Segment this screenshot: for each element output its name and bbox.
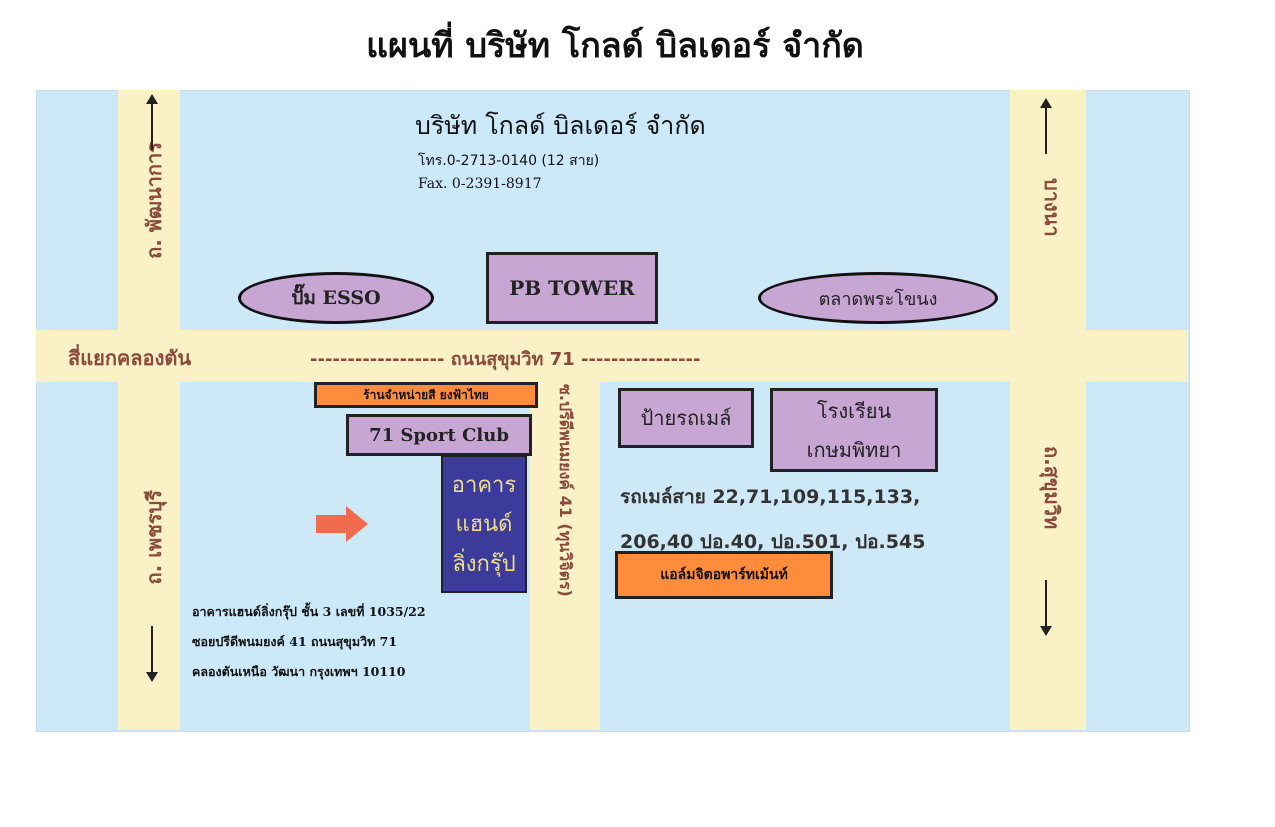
arrow-icon [1040, 580, 1052, 636]
school-label-line: เกษมพิทยา [806, 437, 902, 462]
road-sukhumvit-71 [36, 330, 1188, 382]
landmark-esso: ปั๊ม ESSO [238, 272, 434, 324]
road-petchaburi [118, 330, 180, 730]
address-block: อาคารแฮนด์ลิ่งกรุ๊ป ชั้น 3 เลขที่ 1035/2… [192, 597, 426, 687]
building-label-line: แฮนด์ [455, 512, 513, 538]
arrow-icon [1040, 98, 1052, 154]
label-petchaburi: ถ. เพชรบุรี [142, 490, 166, 585]
address-line: คลองตันเหนือ วัฒนา กรุงเทพฯ 10110 [192, 664, 406, 679]
label-sukhumvit: ถ.สุขุมวิท [1040, 446, 1064, 530]
landmark-bus-stop: ป้ายรถเมล์ [618, 388, 754, 448]
label-bangna: บางนา [1040, 178, 1064, 237]
bus-lines-line2: 206,40 ปอ.40, ปอ.501, ปอ.545 [620, 531, 926, 553]
company-name: บริษัท โกลด์ บิลเดอร์ จำกัด [415, 111, 706, 140]
address-line: อาคารแฮนด์ลิ่งกรุ๊ป ชั้น 3 เลขที่ 1035/2… [192, 604, 426, 619]
page-title: แผนที่ บริษัท โกลด์ บิลเดอร์ จำกัด [366, 26, 864, 66]
arrow-icon [146, 626, 158, 682]
landmark-paint-shop: ร้านจำหน่ายสี ยงฟ้าไทย [314, 382, 538, 408]
landmark-pb-tower: PB TOWER [486, 252, 658, 324]
address-line: ซอยปรีดีพนมยงค์ 41 ถนนสุขุมวิท 71 [192, 634, 398, 649]
company-phone: โทร.0-2713-0140 (12 สาย) [418, 153, 600, 169]
company-fax: Fax. 0-2391-8917 [418, 176, 542, 192]
school-label-line: โรงเรียน [816, 398, 892, 423]
label-soi-41: ซ.ปรีดีพนมยงค์ 41 (ทุนวิจิตร) [556, 384, 575, 597]
building-label-line: อาคาร [451, 473, 517, 499]
address-panel [183, 594, 529, 724]
info-panel [408, 92, 848, 238]
label-intersection: สี่แยกคลองตัน [68, 346, 191, 370]
landmark-sport-club: 71 Sport Club [346, 414, 532, 456]
building-label-line: ลิ่งกรุ๊ป [452, 551, 516, 577]
landmark-school: โรงเรียน เกษมพิทยา [770, 388, 938, 472]
landmark-apartment: แอล์มจิตอพาร์ทเม้นท์ [615, 551, 833, 599]
bus-lines-line1: รถเมล์สาย 22,71,109,115,133, [620, 486, 921, 508]
road-bangna-sukhumvit [1010, 90, 1086, 730]
building-handling-group: อาคาร แฮนด์ ลิ่งกรุ๊ป [441, 455, 527, 593]
arrow-icon [146, 94, 158, 150]
label-pattanakarn: ถ. พัฒนาการ [142, 142, 166, 259]
pointer-arrow-icon [316, 506, 368, 542]
road-soi-41 [530, 330, 600, 730]
label-sukhumvit-71: ------------------ ถนนสุขุมวิท 71 ------… [310, 349, 701, 370]
landmark-market: ตลาดพระโขนง [758, 272, 998, 324]
